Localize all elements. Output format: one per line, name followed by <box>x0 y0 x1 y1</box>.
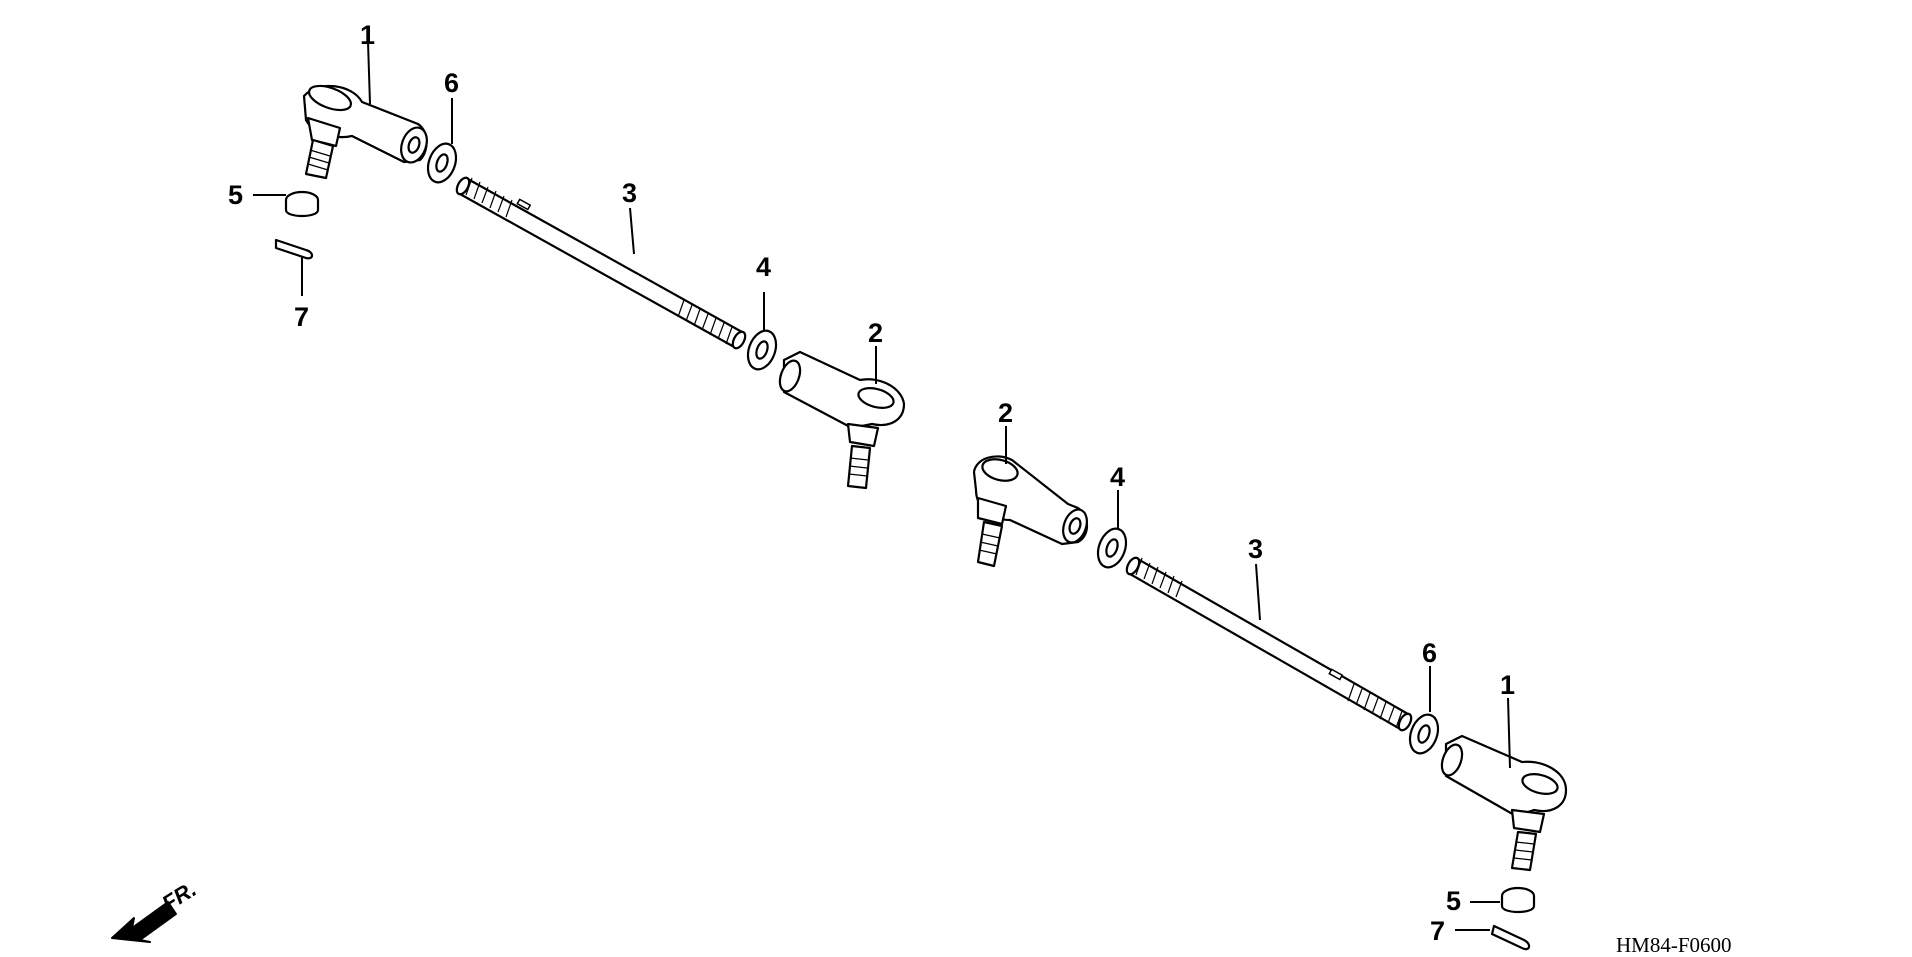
left-cotter-pin[interactable] <box>274 238 314 260</box>
right-inner-tie-rod-end[interactable] <box>972 455 1091 568</box>
left-castle-nut[interactable] <box>284 190 320 218</box>
front-arrow-icon <box>111 901 177 943</box>
right-jam-nut[interactable] <box>1405 711 1443 757</box>
right-cotter-pin[interactable] <box>1490 924 1531 951</box>
right-callout-6: 6 <box>1422 638 1437 668</box>
right-tie-rod[interactable] <box>1124 556 1413 733</box>
right-callout-4: 4 <box>1110 462 1125 492</box>
right-outer-tie-rod-end[interactable] <box>1438 734 1568 872</box>
left-callout-2: 2 <box>868 318 883 348</box>
left-tie-rod[interactable] <box>454 176 747 351</box>
right-callout-7: 7 <box>1430 916 1445 946</box>
right-callout-1: 1 <box>1500 670 1515 700</box>
left-jam-nut[interactable] <box>423 140 461 186</box>
front-direction-indicator: FR. <box>111 876 201 943</box>
diagram-code: HM84-F0600 <box>1616 933 1732 957</box>
left-callout-6: 6 <box>444 68 459 98</box>
left-callout-5: 5 <box>228 180 243 210</box>
right-castle-nut[interactable] <box>1500 886 1536 914</box>
right-callout-3: 3 <box>1248 534 1263 564</box>
left-callout-1: 1 <box>360 20 375 50</box>
left-inner-tie-rod-end[interactable] <box>776 350 906 490</box>
left-tie-rod-assembly: 1 6 3 4 2 5 7 <box>228 20 906 490</box>
left-callout-4: 4 <box>756 252 771 282</box>
left-callout-7: 7 <box>294 302 309 332</box>
right-lock-nut[interactable] <box>1093 525 1131 571</box>
left-lock-nut[interactable] <box>743 327 781 373</box>
right-callout-2: 2 <box>998 398 1013 428</box>
left-outer-tie-rod-end[interactable] <box>302 81 431 180</box>
left-callout-3: 3 <box>622 178 637 208</box>
right-callout-5: 5 <box>1446 886 1461 916</box>
right-tie-rod-assembly: 2 4 3 6 1 5 7 <box>972 398 1568 951</box>
